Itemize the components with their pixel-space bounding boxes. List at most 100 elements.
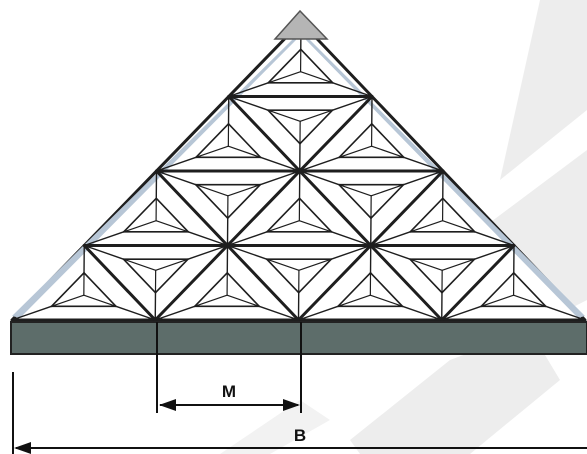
module-down-2-1-inner <box>370 183 405 219</box>
module-up-1-1-facet <box>338 145 373 158</box>
base-label: B <box>294 426 306 445</box>
watermark-stripe-top <box>500 0 587 180</box>
apex-cap <box>273 9 329 40</box>
module-down-1-0-inner <box>267 109 301 145</box>
base-plate <box>10 321 587 355</box>
module-up-3-0-spoke <box>115 305 156 321</box>
module-down-3-1-spoke <box>226 244 268 260</box>
module-up-3-3-facet <box>512 294 547 307</box>
module-up-3-0-spoke <box>11 305 53 321</box>
b-arrowhead-left <box>14 442 31 454</box>
module-up-2-2-spoke <box>370 231 411 247</box>
module-up-2-1-facet <box>266 220 300 233</box>
module-down-3-1-inner <box>297 258 333 294</box>
module-up-0-0-inner <box>299 48 334 84</box>
grid-diagonal-right <box>227 95 444 322</box>
module-up-3-3-facet <box>480 294 515 307</box>
module-up-3-0-inner <box>50 272 85 308</box>
module-down-3-1-inner <box>265 258 300 294</box>
module-down-2-0-spoke <box>155 170 197 186</box>
module-up-2-0-facet <box>155 220 189 233</box>
module-up-2-2-facet <box>409 220 444 233</box>
module-down-1-0-inner <box>299 109 334 145</box>
module-down-3-0-spoke <box>187 244 229 260</box>
module-up-3-3-inner <box>512 272 547 308</box>
module-up-2-1-spoke <box>330 231 372 247</box>
module-up-2-1-inner <box>298 197 333 233</box>
module-up-1-0-inner <box>227 123 262 159</box>
m-arrowhead-right <box>283 399 300 411</box>
module-up-2-0-spoke <box>83 231 125 247</box>
grid-diagonal-left <box>440 244 516 322</box>
module-dimension: M <box>156 322 302 413</box>
module-up-3-1-spoke <box>154 305 196 321</box>
module-up-1-1-inner <box>338 123 373 159</box>
module-down-2-0-inner <box>194 183 229 219</box>
module-up-3-3-spoke <box>441 305 482 321</box>
grid-diagonal-left <box>153 95 374 322</box>
module-down-3-2-facet <box>409 258 443 271</box>
module-down-2-0-spoke <box>259 170 301 186</box>
module-down-2-1-spoke <box>299 170 340 186</box>
module-up-0-0-facet <box>267 71 302 84</box>
module-up-1-1-spoke <box>299 156 340 172</box>
grid-diagonal-right <box>82 244 157 322</box>
module-up-0-0-facet <box>299 71 334 84</box>
module-down-2-1-facet <box>370 184 405 197</box>
module-up-0-0-spoke <box>228 82 269 98</box>
grid-diagonal-left <box>297 169 445 322</box>
module-down-3-0-inner <box>154 258 189 294</box>
module-down-2-0-facet <box>195 184 229 197</box>
module-down-3-0-spoke <box>83 244 125 260</box>
module-down-3-0-facet <box>122 258 157 271</box>
module-down-3-0-facet <box>155 258 189 271</box>
module-down-2-1-spoke <box>402 170 444 186</box>
module-up-3-2-facet <box>369 294 404 307</box>
module-up-2-2-facet <box>441 220 476 233</box>
module-up-3-3-inner <box>480 272 515 308</box>
watermark-stripe-low <box>350 330 560 454</box>
module-up-2-0-inner <box>122 197 158 233</box>
module-down-3-1-spoke <box>330 244 372 260</box>
module-grid <box>11 21 586 322</box>
module-up-3-2-spoke <box>401 305 443 321</box>
module-up-1-1-inner <box>370 123 405 159</box>
module-down-1-0-spoke <box>228 95 269 111</box>
module-down-3-1-facet <box>298 258 332 271</box>
module-up-2-1-facet <box>298 220 333 233</box>
module-up-3-2-inner <box>369 272 404 308</box>
module-up-3-1-spoke <box>258 305 300 321</box>
module-up-2-2-spoke <box>474 231 515 247</box>
module-down-2-0-facet <box>227 184 261 197</box>
module-up-0-0-inner <box>267 48 302 84</box>
module-down-3-0-inner <box>122 258 157 294</box>
module-down-3-2-inner <box>441 258 476 294</box>
module-down-1-0-facet <box>267 109 301 122</box>
module-down-1-0-facet <box>299 109 334 122</box>
module-up-1-1-spoke <box>403 156 444 172</box>
module-up-3-2-spoke <box>297 305 339 321</box>
module-up-2-0-spoke <box>187 231 229 247</box>
module-up-3-2-facet <box>337 294 371 307</box>
grid-diagonal-right <box>155 169 300 322</box>
module-up-2-2-inner <box>441 197 476 233</box>
module-up-3-1-inner <box>193 272 229 308</box>
module-up-1-0-spoke <box>155 156 197 172</box>
module-up-3-1-facet <box>226 294 260 307</box>
module-down-2-1-facet <box>338 184 372 197</box>
module-up-2-0-inner <box>155 197 190 233</box>
module-up-2-1-spoke <box>226 231 268 247</box>
edge-tint <box>12 24 585 318</box>
module-up-2-0-facet <box>123 220 157 233</box>
module-up-3-3-spoke <box>545 305 586 321</box>
module-down-3-2-spoke <box>473 244 515 260</box>
module-up-3-1-facet <box>194 294 228 307</box>
module-down-2-0-inner <box>226 183 262 219</box>
m-arrowhead-left <box>159 399 176 411</box>
module-down-1-0-spoke <box>331 95 373 111</box>
module-down-3-2-facet <box>441 258 476 271</box>
module-up-3-2-inner <box>337 272 372 308</box>
module-up-3-0-inner <box>83 272 117 308</box>
watermark-stripe-left <box>220 400 330 454</box>
